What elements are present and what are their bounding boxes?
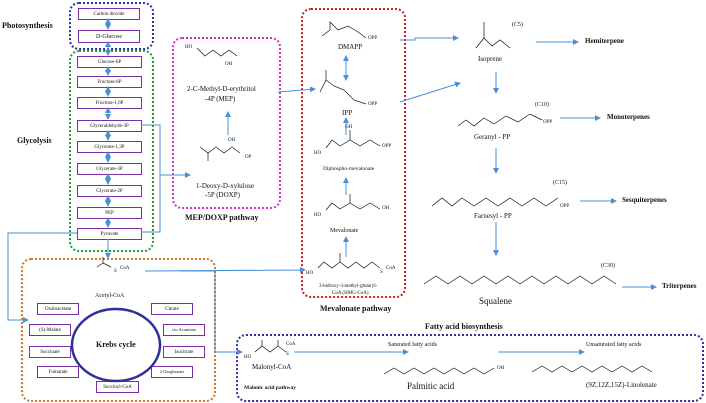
dmapp-label: DMAPP <box>338 43 363 51</box>
pathway-arrows <box>7 35 657 355</box>
label-malonic: Malonic acid pathway <box>244 385 296 391</box>
diphospho-oh: OH <box>345 125 353 130</box>
step-pep: PEP <box>77 207 142 219</box>
malonyl-coa: CoA <box>286 342 296 347</box>
isoprene-c5: (C5) <box>512 22 523 28</box>
ipp-label: IPP <box>342 109 353 117</box>
doxp-label-1: 1-Deoxy-D-xylulose <box>196 182 254 190</box>
saturated-label: Saturated fatty acids <box>388 342 437 348</box>
diphospho-label: Diphospho-mevalonate <box>323 166 375 172</box>
sesquiterpenes-label: Sesquiterpenes <box>622 196 667 204</box>
monoterpenes-label: Monoterpenes <box>607 113 650 121</box>
krebs-malate: (S)-Malate <box>29 324 71 336</box>
label-mevalonate-pathway: Mevalonate pathway <box>320 304 392 313</box>
diphospho-ho: HO <box>314 151 322 156</box>
mevalonate-label: Mevalonate <box>330 228 359 234</box>
isoprene-label: Isoprene <box>478 55 503 63</box>
mep-ho: HO <box>185 45 193 50</box>
krebs-citrate: Citrate <box>151 303 193 315</box>
triterpenes-label: Triterpenes <box>662 282 697 290</box>
label-fatty-acid: Fatty acid biosynthesis <box>425 322 503 331</box>
krebs-succinate: Succinate <box>29 346 71 358</box>
mevalonate-ho: HO <box>314 213 322 218</box>
squalene-c30: (C30) <box>601 263 615 269</box>
hmg-label-2: CoA (HMG-CoA) <box>332 291 369 296</box>
mep-label-1: 2-C-Methyl-D-erythritol <box>187 85 256 93</box>
mevalonate-group <box>301 8 406 298</box>
krebs-fumarate: Fumarate <box>37 366 79 378</box>
hmg-coa: CoA <box>386 266 396 271</box>
krebs-oxaloacetate: Oxaloacetate <box>37 303 79 315</box>
hmg-ho: HO <box>306 271 314 276</box>
molecule-structures <box>96 21 653 375</box>
label-glycolysis: Glycolysis <box>17 136 52 145</box>
mep-group <box>172 37 281 209</box>
doxp-op: OP <box>245 155 252 160</box>
palmitic-label: Palmitic acid <box>407 381 455 391</box>
farnesyl-opp: OPP <box>560 204 570 209</box>
mevalonate-oh: OH <box>382 206 390 211</box>
krebs-title: Krebs cycle <box>96 340 136 349</box>
farnesyl-label: Farnesyl - PP <box>474 212 512 220</box>
krebs-2-oxoglutarate: 2-Oxoglutarate <box>151 366 193 378</box>
hmg-label-1: 3-hidroxy-3-methyl-glutaryl- <box>319 284 378 289</box>
malonyl-ho: HO <box>244 355 252 360</box>
fatty-group <box>236 334 704 402</box>
krebs-cis-aconitate: cis-Aconitate <box>163 324 205 336</box>
geranyl-opp: OPP <box>543 120 553 125</box>
glycolysis-group <box>69 50 154 252</box>
acetyl-coa-label: Acetyl-CoA <box>95 293 125 299</box>
malonyl-s: S <box>286 352 289 357</box>
acetyl-s: S <box>114 269 117 274</box>
malonyl-label: Malonyl-CoA <box>252 363 292 371</box>
doxp-oh: OH <box>228 138 236 143</box>
farnesyl-c15: (C15) <box>553 180 567 186</box>
photosynthesis-group <box>69 2 154 50</box>
linolenate-label: (9Z,12Z,15Z)-Linolenate <box>586 381 657 389</box>
ipp-opp: OPP <box>368 102 378 107</box>
krebs-isocitrate: Isocitrate <box>163 346 205 358</box>
krebs-circle <box>70 307 162 383</box>
label-photosynthesis: Photosynthesis <box>2 21 53 30</box>
mep-label-2: -4P (MEP) <box>205 95 236 103</box>
geranyl-label: Geranyl - PP <box>474 133 511 141</box>
acetyl-coa-sub: CoA <box>120 266 130 271</box>
unsaturated-label: Unsaturated fatty acids <box>586 342 642 348</box>
palmitic-oh: OH <box>497 366 505 371</box>
hemiterpene-label: Hemiterpene <box>585 37 624 45</box>
label-mep-pathway: MEP/DOXP pathway <box>185 213 259 222</box>
mep-oh: OH <box>225 62 233 67</box>
doxp-label-2: -5P (DOXP) <box>205 191 240 199</box>
geranyl-c10: (C10) <box>535 102 549 108</box>
squalene-label: Squalene <box>479 296 512 306</box>
diphospho-opp: OPP <box>382 144 392 149</box>
dmapp-opp: OPP <box>368 36 378 41</box>
step-pyruvate: Pyruvate <box>77 228 142 240</box>
hmg-s: S <box>380 270 383 275</box>
